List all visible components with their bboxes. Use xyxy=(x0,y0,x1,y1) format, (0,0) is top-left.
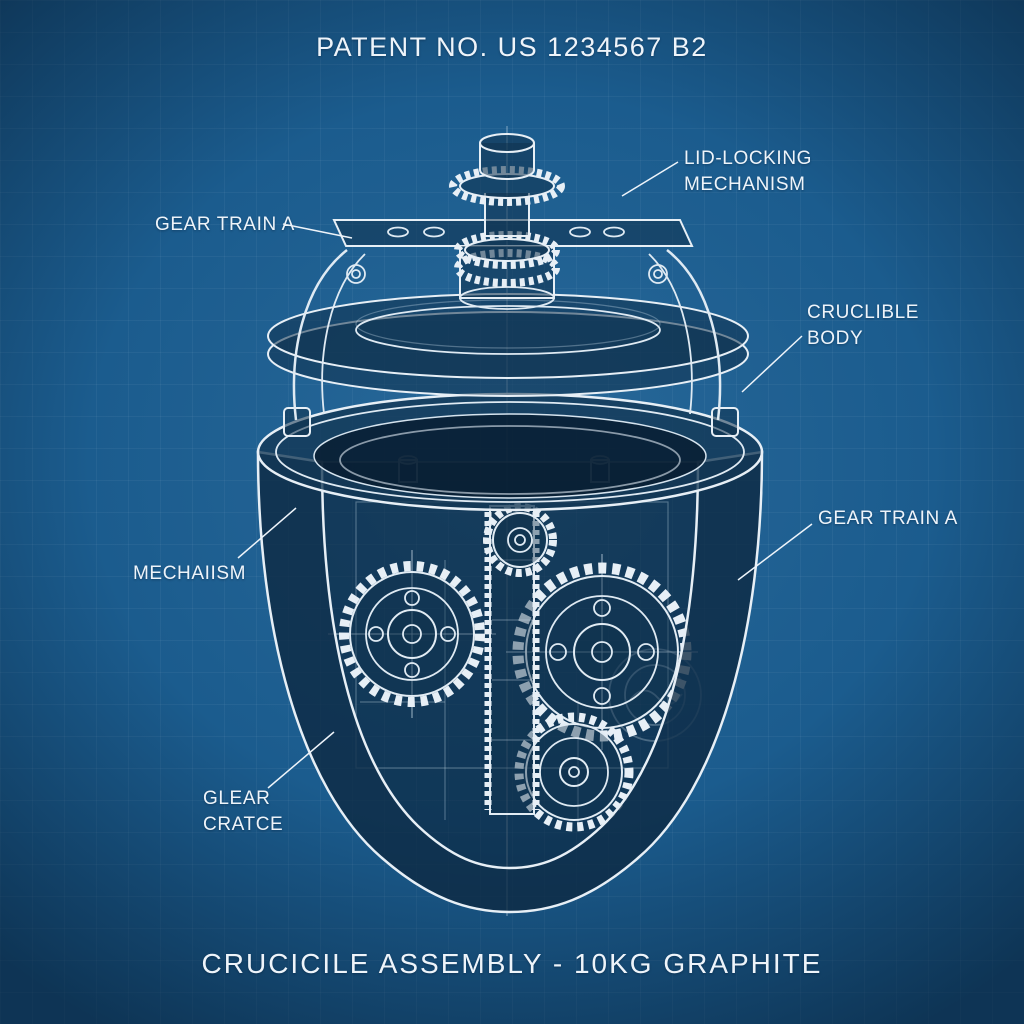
leader-gear-crate xyxy=(267,731,335,789)
callout-gear-train-a-right: GEAR TRAIN A xyxy=(818,508,958,529)
crucible-body-wall xyxy=(256,450,764,914)
gear-left xyxy=(328,550,496,718)
leader-lines xyxy=(237,161,813,789)
callout-gear-train-a-left: GEAR TRAIN A xyxy=(155,214,295,235)
rim-lugs xyxy=(283,407,739,437)
gear-top-center xyxy=(483,503,557,577)
clamp-right xyxy=(648,249,722,421)
patent-number-title: PATENT NO. US 1234567 B2 xyxy=(316,32,708,62)
clamp-left xyxy=(292,249,366,421)
drive-gear-stack xyxy=(449,133,565,287)
callout-mechanism: MECHAIISM xyxy=(133,563,247,584)
leader-lid-locking xyxy=(621,161,679,197)
callout-lid-locking-mechanism: LID-LOCKING MECHANISM xyxy=(684,148,813,195)
callout-crucible-body: CRUCLIBLE BODY xyxy=(807,302,920,349)
leader-crucible-body xyxy=(741,335,803,393)
leader-gear-train-right xyxy=(737,523,813,581)
lid-assembly xyxy=(267,133,749,421)
gear-bottom xyxy=(514,712,634,832)
leader-mechanism xyxy=(237,507,297,559)
assembly-caption: CRUCICILE ASSEMBLY - 10KG GRAPHITE xyxy=(201,948,823,979)
callout-gear-crate: GLEAR CRATCE xyxy=(203,788,284,835)
crucible-rim xyxy=(256,392,764,512)
leader-gear-train-left xyxy=(282,223,353,239)
